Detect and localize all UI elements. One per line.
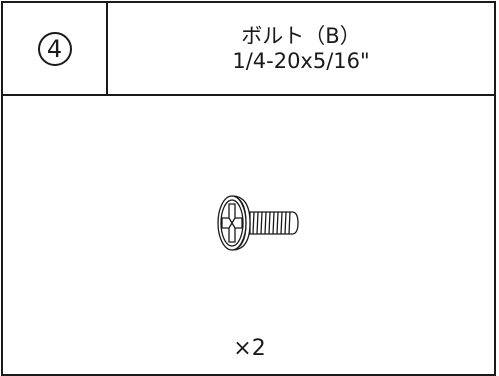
part-name: ボルト（B）: [241, 23, 361, 48]
part-title-cell: ボルト（B） 1/4-20x5/16": [108, 3, 494, 94]
screw-icon: [217, 195, 299, 251]
part-number-badge: 4: [37, 31, 72, 66]
part-number: 4: [46, 34, 63, 63]
part-spec: 1/4-20x5/16": [232, 48, 370, 73]
quantity-label: ×2: [233, 336, 266, 361]
part-number-cell: 4: [3, 3, 108, 94]
part-header: 4 ボルト（B） 1/4-20x5/16": [3, 3, 494, 96]
